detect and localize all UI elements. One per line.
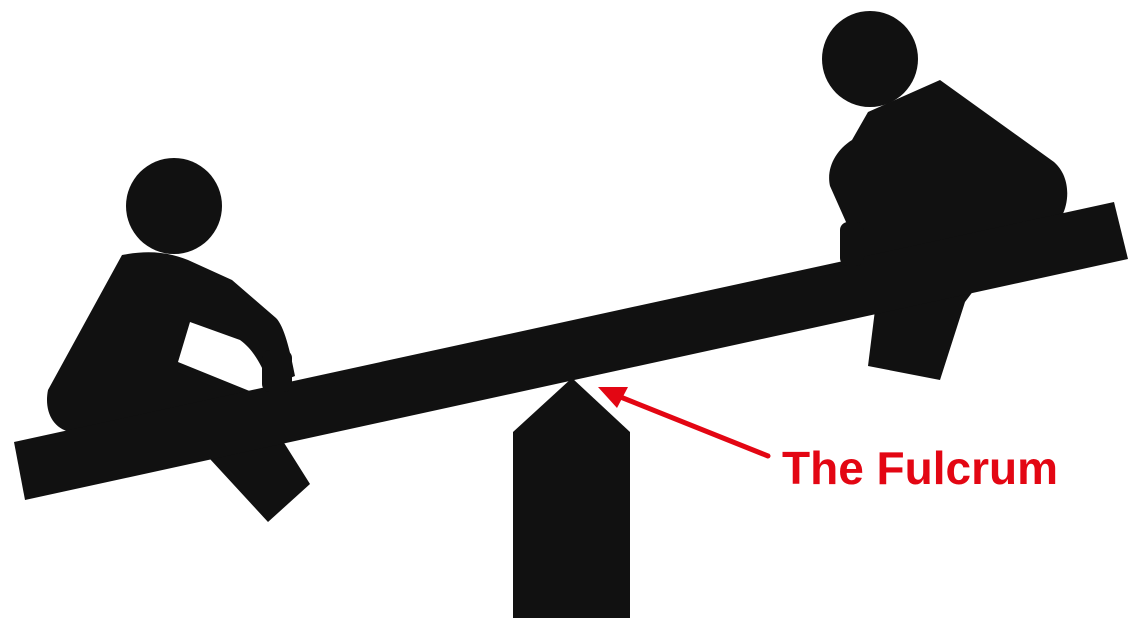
child-right-hands xyxy=(840,222,864,266)
fulcrum-label: The Fulcrum xyxy=(782,442,1058,494)
child-left-hands xyxy=(262,350,292,392)
child-left-head xyxy=(126,158,222,254)
fulcrum-post xyxy=(513,378,630,618)
child-right-figure xyxy=(822,11,1067,380)
child-right-head xyxy=(822,11,918,107)
